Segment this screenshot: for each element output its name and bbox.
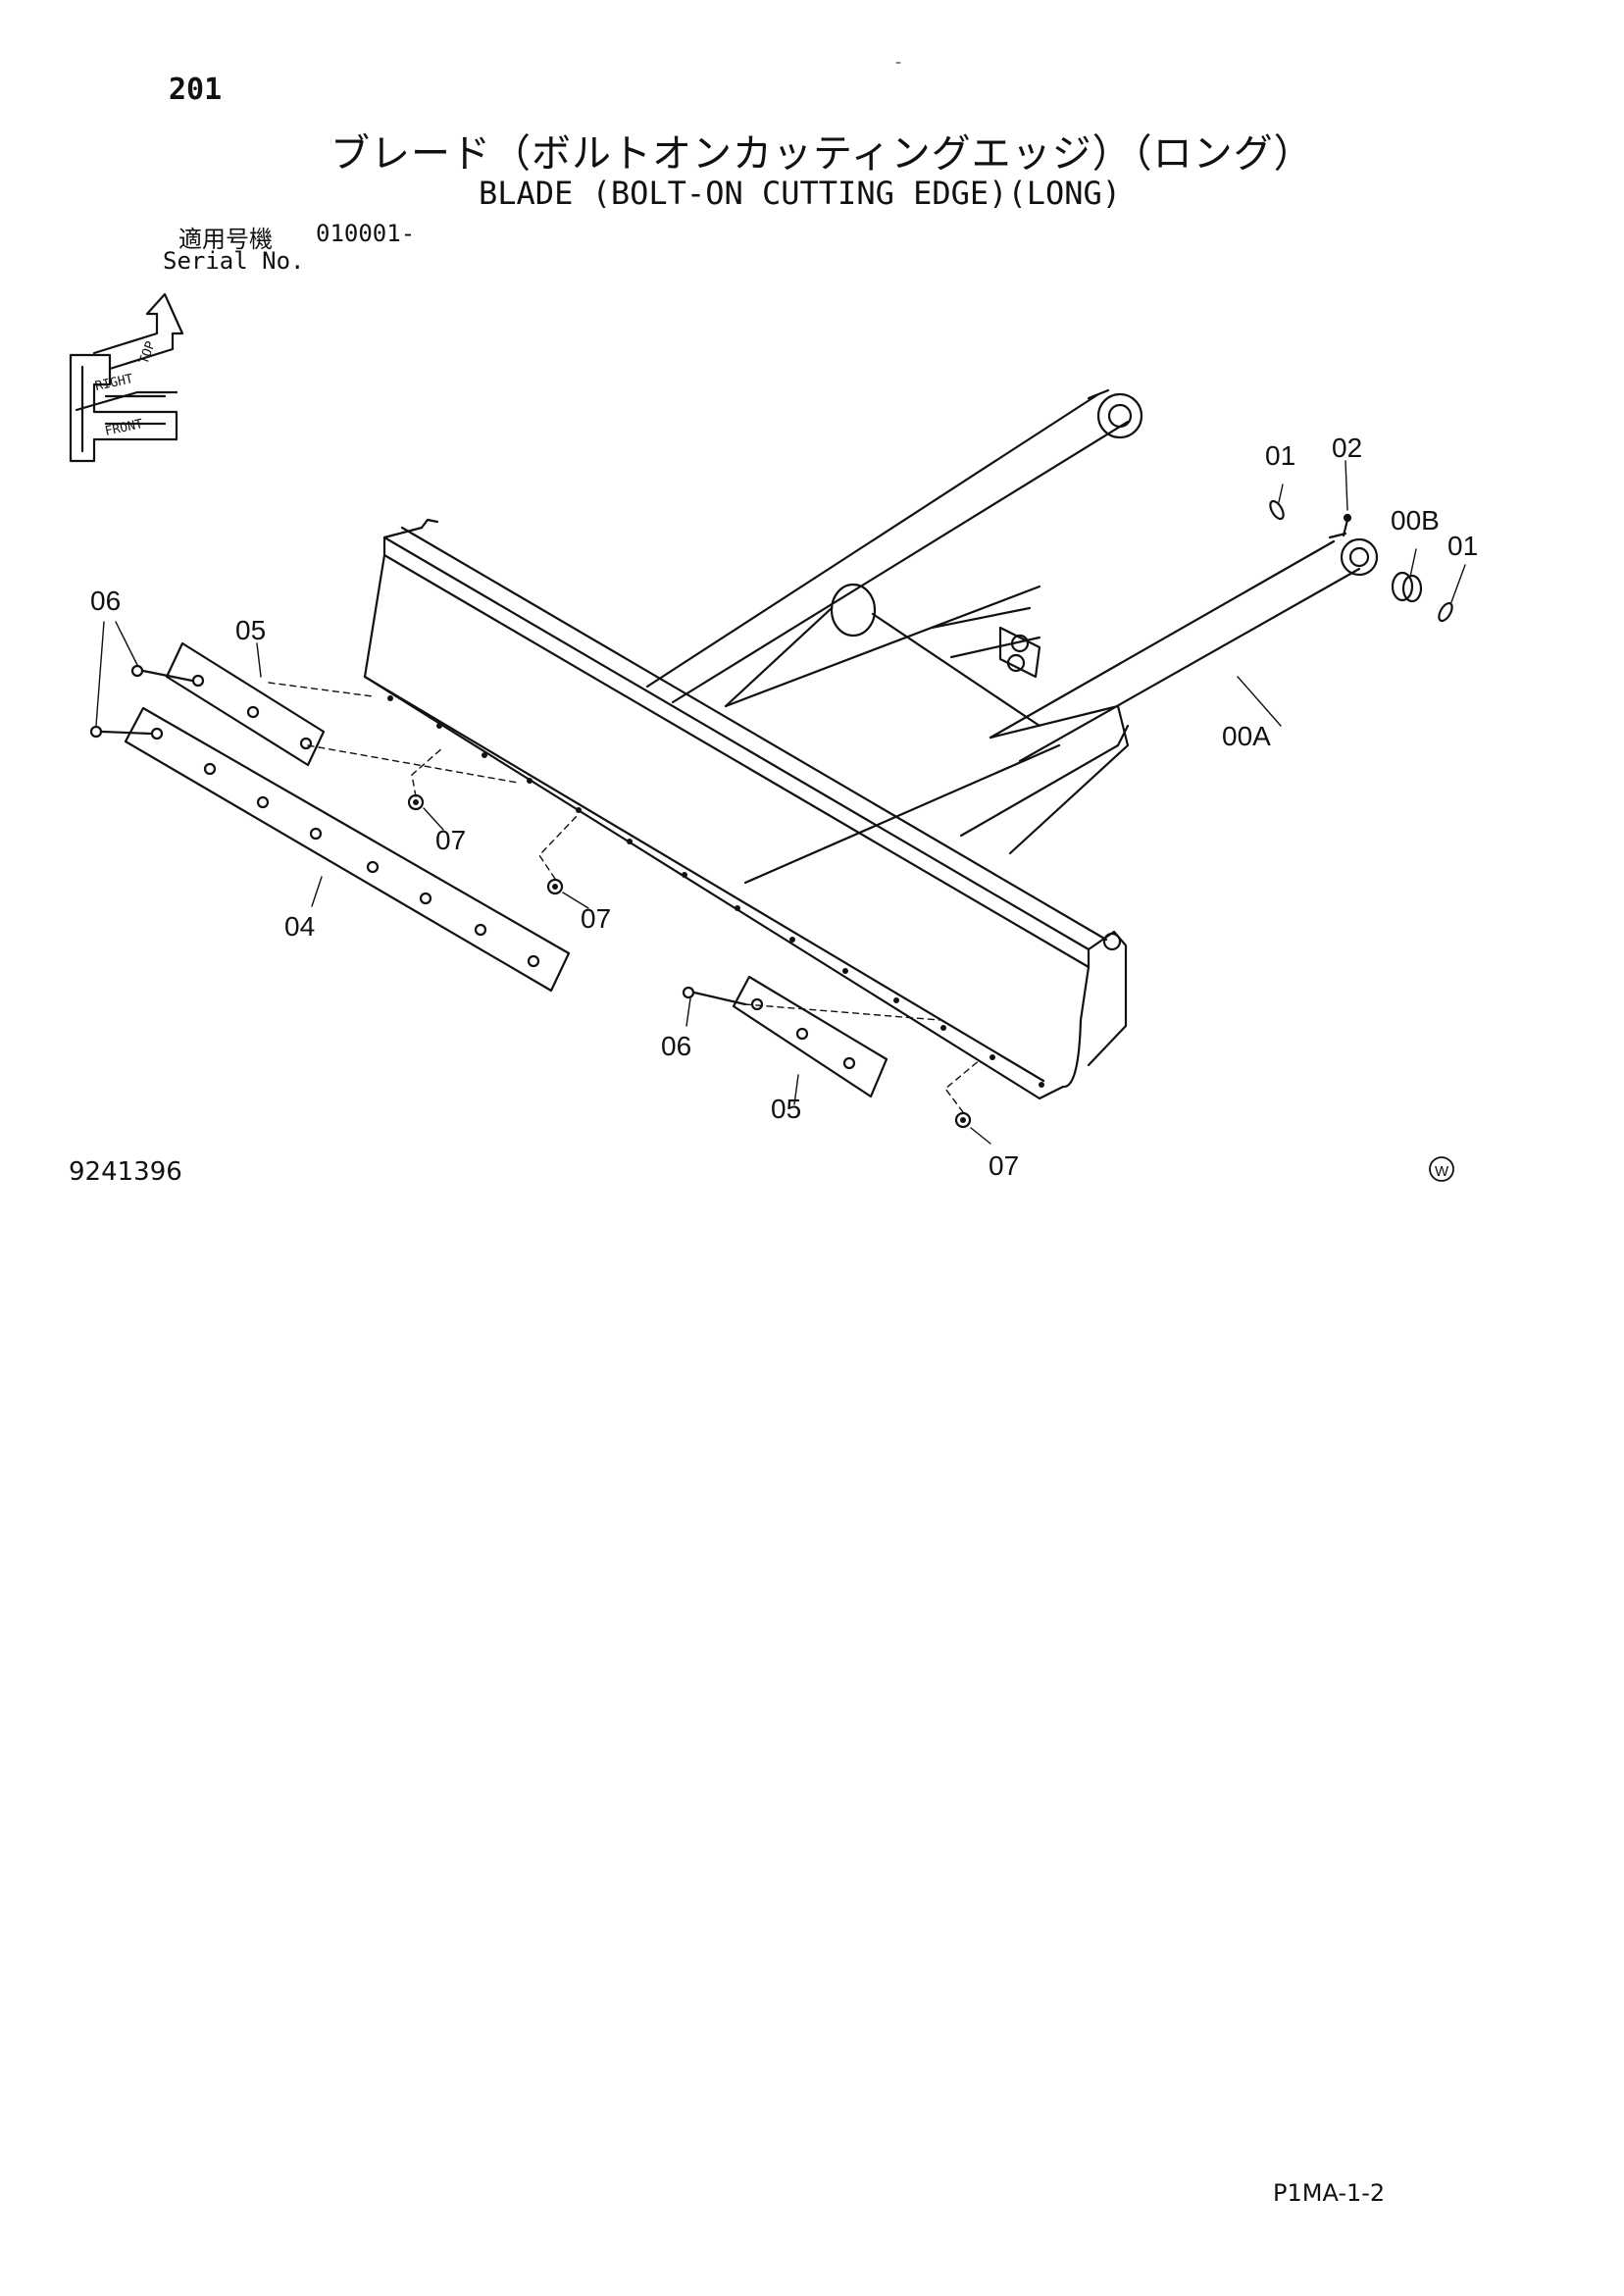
title-japanese: ブレード（ボルトオンカッティングエッジ）（ロング） — [330, 131, 1314, 177]
callout-01-right: 01 — [1447, 531, 1478, 561]
end-bit-05-upper — [165, 641, 326, 767]
callout-05-lower: 05 — [771, 1094, 801, 1124]
drawing-number: 9241396 — [69, 1157, 182, 1187]
icon-label-top: TOP — [137, 339, 159, 366]
callout-07-right: 07 — [989, 1150, 1019, 1181]
callout-00A: 00A — [1222, 721, 1271, 751]
orientation-icon: FRONT RIGHT TOP — [69, 292, 184, 463]
cross-tube — [724, 583, 1061, 885]
callout-06-lower: 06 — [661, 1031, 691, 1061]
serial-label-english: Serial No. — [163, 247, 305, 275]
callout-labels: 01 02 00B 01 00A 06 05 07 07 04 06 05 07 — [90, 433, 1478, 1181]
callout-01-upper: 01 — [1265, 440, 1295, 471]
leader-lines — [95, 460, 1466, 1145]
callout-04: 04 — [284, 911, 315, 942]
end-bit-05-lower — [732, 975, 888, 1098]
lift-arm-left — [645, 388, 1143, 704]
callout-07-left: 07 — [435, 825, 466, 855]
bushing-and-rings — [1269, 499, 1453, 623]
page-code: P1MA-1-2 — [1273, 2179, 1386, 2207]
bolts-and-nuts — [89, 664, 972, 1129]
serial-label-japanese: 適用号機 — [178, 226, 273, 253]
callout-06-upper: 06 — [90, 586, 121, 616]
callout-02: 02 — [1332, 433, 1362, 463]
icon-label-front: FRONT — [104, 417, 145, 439]
serial-value: 010001- — [316, 220, 416, 247]
watermark-letter: W — [1435, 1163, 1449, 1180]
blade-body — [363, 518, 1128, 1100]
watermark-mark: W — [1429, 1156, 1454, 1182]
page-number: 201 — [169, 73, 223, 107]
callout-05-upper: 05 — [235, 615, 266, 645]
title-english: BLADE (BOLT-ON CUTTING EDGE)(LONG) — [479, 175, 1122, 212]
callout-00B: 00B — [1391, 505, 1440, 536]
icon-label-right: RIGHT — [94, 372, 135, 394]
lift-arm-right — [959, 532, 1379, 855]
blade-bolt-holes — [387, 695, 1044, 1088]
cutting-edge-04 — [124, 706, 571, 993]
callout-07-middle: 07 — [581, 903, 611, 934]
